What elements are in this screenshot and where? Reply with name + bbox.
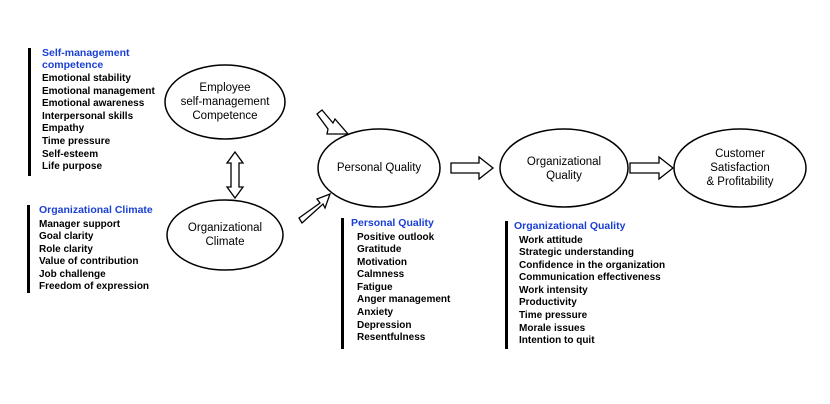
arrow-climate-to-personal xyxy=(298,192,332,225)
list-item: Emotional stability xyxy=(42,73,131,84)
list-item: Anger management xyxy=(357,294,451,306)
list-item: Emotional management xyxy=(42,85,155,97)
arrow-organizational-to-customer xyxy=(629,155,675,181)
climate-ellipse xyxy=(166,199,284,271)
org-quality-list: Work attitude Strategic understanding Co… xyxy=(514,235,685,348)
list-item: Self-esteem xyxy=(42,148,99,160)
self-management-panel: Self-management competence Emotional sta… xyxy=(28,47,173,176)
list-item: Job challenge xyxy=(39,268,106,280)
list-item: Gratitude xyxy=(357,244,402,256)
list-item: Work attitude xyxy=(519,234,583,246)
employee-label: Employee self-management Competence xyxy=(180,82,270,122)
personal-quality-title: Personal Quality xyxy=(351,217,434,229)
panel-bar xyxy=(341,218,344,349)
personal-quality-panel: Personal Quality Positive outlook Gratit… xyxy=(341,217,471,349)
list-item: Confidence in the organization xyxy=(519,259,666,271)
org-climate-panel: Organizational Climate Manager support G… xyxy=(27,204,167,295)
personal-quality-list: Positive outlook Gratitude Motivation Ca… xyxy=(351,232,471,345)
list-item: Anxiety xyxy=(357,307,394,319)
personal-ellipse xyxy=(317,128,441,208)
list-item: Freedom of expression xyxy=(39,281,150,293)
list-item: Fatigue xyxy=(357,281,393,293)
panel-bar xyxy=(28,48,31,176)
list-item: Interpersonal skills xyxy=(42,110,134,122)
list-item: Positive outlook xyxy=(357,231,435,243)
organizational-ellipse xyxy=(499,128,629,208)
arrow-employee-to-personal xyxy=(316,109,350,135)
list-item: Calmness xyxy=(357,269,405,281)
self-management-list: Emotional stability Emotional management… xyxy=(42,73,173,174)
org-climate-title: Organizational Climate xyxy=(39,204,153,216)
list-item: Productivity xyxy=(519,297,577,309)
org-quality-title: Organizational Quality xyxy=(514,220,626,232)
panel-bar xyxy=(27,205,30,293)
list-item: Role clarity xyxy=(39,243,93,255)
list-item: Communication effectiveness xyxy=(519,272,661,284)
list-item: Morale issues xyxy=(519,322,586,334)
panel-bar xyxy=(505,221,508,349)
list-item: Goal clarity xyxy=(39,231,94,243)
employee-ellipse xyxy=(164,64,286,140)
arrow-personal-to-organizational xyxy=(450,155,495,181)
list-item: Depression xyxy=(357,319,412,331)
list-item: Strategic understanding xyxy=(519,247,635,259)
list-item: Time pressure xyxy=(42,135,111,147)
org-quality-panel: Organizational Quality Work attitude Str… xyxy=(505,220,685,349)
self-management-title: Self-management competence xyxy=(42,47,130,71)
list-item: Emotional awareness xyxy=(42,98,145,110)
personal-label: Personal Quality xyxy=(336,162,422,174)
customer-label: Customer Satisfaction & Profitability xyxy=(706,148,774,188)
list-item: Time pressure xyxy=(519,310,588,322)
list-item: Manager support xyxy=(39,218,121,230)
list-item: Resentfulness xyxy=(357,332,426,344)
climate-label: Organizational Climate xyxy=(187,222,263,248)
list-item: Value of contribution xyxy=(39,256,139,268)
list-item: Motivation xyxy=(357,256,407,268)
list-item: Work intensity xyxy=(519,284,588,296)
list-item: Intention to quit xyxy=(519,335,595,347)
list-item: Empathy xyxy=(42,123,85,135)
org-climate-list: Manager support Goal clarity Role clarit… xyxy=(39,219,167,295)
double-arrow-employee-climate xyxy=(225,150,245,200)
list-item: Life purpose xyxy=(42,161,103,173)
organizational-label: Organizational Quality xyxy=(526,156,602,182)
